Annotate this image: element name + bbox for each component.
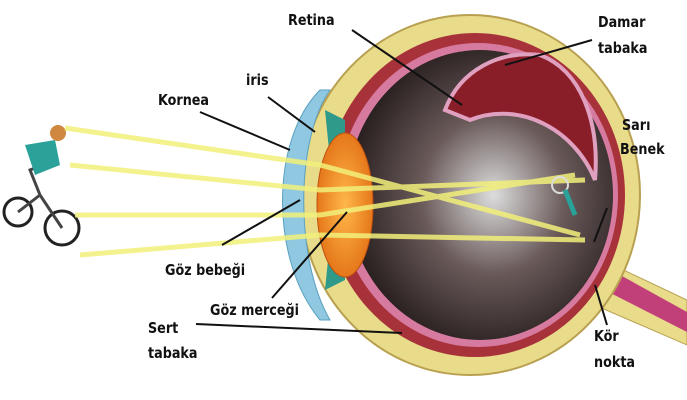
leader-goz-bebegi <box>221 199 301 246</box>
label-kor-line2: nokta <box>594 353 636 371</box>
lens <box>316 132 374 278</box>
leader-retina <box>351 29 463 106</box>
leader-sert-tabaka <box>195 323 403 334</box>
leader-iris <box>267 96 316 133</box>
leader-sari-benek <box>593 207 608 243</box>
label-iris: iris <box>246 71 269 89</box>
leader-kor-nokta <box>594 284 608 326</box>
label-sari-line1: Sarı <box>622 116 651 134</box>
label-kornea: Kornea <box>158 91 210 109</box>
leader-damar <box>504 39 593 66</box>
light-rays <box>64 125 586 258</box>
retina-flap <box>442 52 598 181</box>
label-goz-bebegi: Göz bebeği <box>165 261 246 279</box>
label-sert-line2: tabaka <box>148 344 198 362</box>
cornea <box>282 89 331 321</box>
label-damar-line1: Damar <box>598 13 646 31</box>
leader-goz-mercegi <box>271 211 348 299</box>
label-kor-line1: Kör <box>594 327 619 345</box>
label-sert-line1: Sert <box>148 319 179 337</box>
label-goz-mercegi: Göz merceği <box>210 301 300 319</box>
inverted-image <box>551 176 578 216</box>
label-sari-line2: Benek <box>620 140 665 158</box>
label-damar-line2: tabaka <box>598 39 648 57</box>
cyclist-icon <box>2 125 81 247</box>
label-retina: Retina <box>288 11 335 29</box>
leader-kornea <box>199 111 291 151</box>
